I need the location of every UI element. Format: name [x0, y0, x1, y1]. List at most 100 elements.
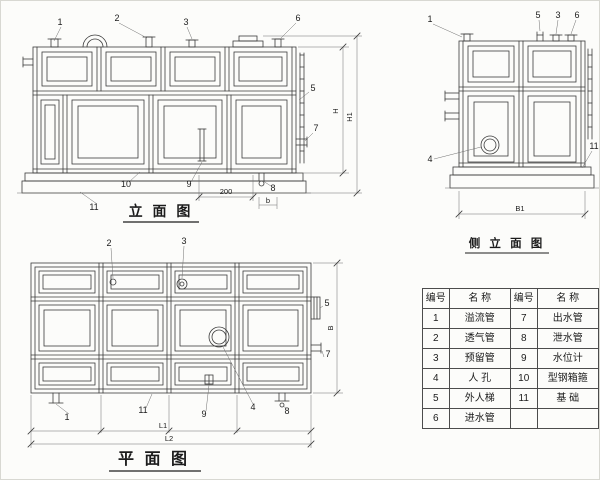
dim-L2: L2 — [165, 434, 173, 443]
front-tank-body — [32, 46, 297, 174]
header-no-right: 编号 — [509, 288, 538, 309]
front-top-fittings — [47, 34, 285, 48]
part-name: 进水管 — [448, 408, 511, 429]
dim-H: H — [331, 108, 340, 113]
part-no: 9 — [509, 348, 538, 369]
part-no: 6 — [422, 408, 450, 429]
front-view-title: 立 面 图 — [129, 203, 194, 219]
callout-label: 6 — [574, 10, 579, 20]
part-no: 2 — [422, 328, 450, 349]
callout-label: 5 — [535, 10, 540, 20]
dim-200: 200 — [220, 187, 233, 196]
callout-label: 1 — [64, 412, 69, 422]
front-callout-1: 1 — [53, 17, 63, 42]
plan-outlet-pipe — [310, 342, 322, 354]
callout-label: 10 — [121, 179, 131, 189]
dim-L1: L1 — [159, 421, 167, 430]
plan-view-title: 平 面 图 — [118, 450, 190, 468]
parts-table-row: 1 溢流管 7 出水管 — [422, 308, 599, 329]
side-callouts: 1 5 3 6 4 11 — [427, 10, 599, 169]
plan-callout-2: 2 — [106, 238, 114, 279]
side-tank-body — [458, 40, 586, 168]
front-callout-9: 9 — [186, 161, 203, 189]
plan-callout-5: 5 — [319, 298, 330, 309]
manhole-plan — [208, 326, 230, 348]
parts-table-header-row: 编号 名 称 编号 名 称 — [422, 288, 599, 309]
exterior-ladder — [299, 52, 305, 164]
part-no: 11 — [509, 388, 538, 409]
part-name: 出水管 — [536, 308, 599, 329]
callout-label: 8 — [270, 183, 275, 193]
front-elevation-view: 1 2 3 6 5 7 10 9 8 11 H H1 200 — [17, 13, 362, 223]
part-name: 水位计 — [536, 348, 599, 369]
part-name: 预留管 — [448, 348, 511, 369]
side-callout-6: 6 — [570, 10, 580, 35]
spare-pipe-hole — [176, 278, 188, 290]
drain-pipe — [258, 172, 265, 187]
part-no: 8 — [509, 328, 538, 349]
callout-label: 9 — [186, 179, 191, 189]
parts-table-grid: 编号 名 称 编号 名 称 1 溢流管 7 出水管 2 透气管 8 泄水管 3 … — [422, 288, 599, 429]
callout-label: 6 — [295, 13, 300, 23]
callout-label: 4 — [427, 154, 432, 164]
part-name — [536, 408, 599, 429]
inlet-pipe — [274, 38, 282, 48]
vent-pipe-hole — [109, 278, 117, 286]
part-name: 人 孔 — [448, 368, 511, 389]
dim-H1: H1 — [345, 112, 354, 122]
front-dimensions: H H1 200 b — [195, 32, 362, 209]
part-no: 3 — [422, 348, 450, 369]
part-no — [509, 408, 538, 429]
part-no: 4 — [422, 368, 450, 389]
parts-table-row: 5 外人梯 11 基 础 — [422, 388, 599, 409]
part-no: 1 — [422, 308, 450, 329]
callout-label: 5 — [324, 298, 329, 308]
part-no: 5 — [422, 388, 450, 409]
front-side-fittings — [22, 52, 308, 187]
callout-label: 3 — [183, 17, 188, 27]
callout-label: 9 — [201, 409, 206, 419]
header-name-right: 名 称 — [536, 288, 599, 309]
plan-callout-4: 4 — [221, 344, 256, 412]
parts-table-row: 3 预留管 9 水位计 — [422, 348, 599, 369]
dim-B1: B1 — [515, 204, 524, 213]
front-callout-3: 3 — [183, 17, 193, 40]
callout-label: 3 — [555, 10, 560, 20]
part-name: 透气管 — [448, 328, 511, 349]
part-name: 外人梯 — [448, 388, 511, 409]
plan-callouts: 2 3 5 7 1 11 9 4 8 — [55, 236, 331, 422]
front-callout-6: 6 — [280, 13, 301, 39]
callout-label: 11 — [89, 202, 98, 212]
callout-label: 1 — [57, 17, 62, 27]
part-name: 溢流管 — [448, 308, 511, 329]
dim-B: B — [326, 325, 335, 330]
header-no-left: 编号 — [422, 288, 450, 309]
front-callout-5: 5 — [298, 83, 316, 101]
side-foundation — [445, 166, 599, 189]
outlet-pipe — [295, 136, 308, 148]
front-callout-10: 10 — [121, 171, 141, 189]
side-callout-3: 3 — [555, 10, 561, 35]
manhole-cover — [232, 40, 264, 48]
side-ladder — [587, 48, 593, 140]
plan-ladder — [310, 296, 321, 320]
callout-label: 5 — [310, 83, 315, 93]
side-elevation-view: 1 5 3 6 4 11 B1 侧 立 面 图 — [427, 10, 599, 254]
parts-table-row: 4 人 孔 10 型钢箱箍 — [422, 368, 599, 389]
parts-table: 编号 名 称 编号 名 称 1 溢流管 7 出水管 2 透气管 8 泄水管 3 … — [422, 288, 599, 429]
front-callout-11: 11 — [79, 191, 99, 212]
plan-callout-7: 7 — [321, 349, 331, 359]
side-callout-4: 4 — [427, 146, 482, 164]
plan-callout-1: 1 — [55, 403, 70, 422]
side-callout-5: 5 — [535, 10, 541, 32]
plan-callout-3: 3 — [181, 236, 187, 279]
callout-label: 8 — [284, 406, 289, 416]
callout-label: 7 — [325, 349, 330, 359]
spare-pipe — [188, 39, 196, 48]
part-name: 泄水管 — [536, 328, 599, 349]
manhole-circle — [480, 135, 500, 155]
parts-table-row: 6 进水管 — [422, 408, 599, 429]
callout-label: 1 — [427, 14, 432, 24]
callout-label: 2 — [106, 238, 111, 248]
